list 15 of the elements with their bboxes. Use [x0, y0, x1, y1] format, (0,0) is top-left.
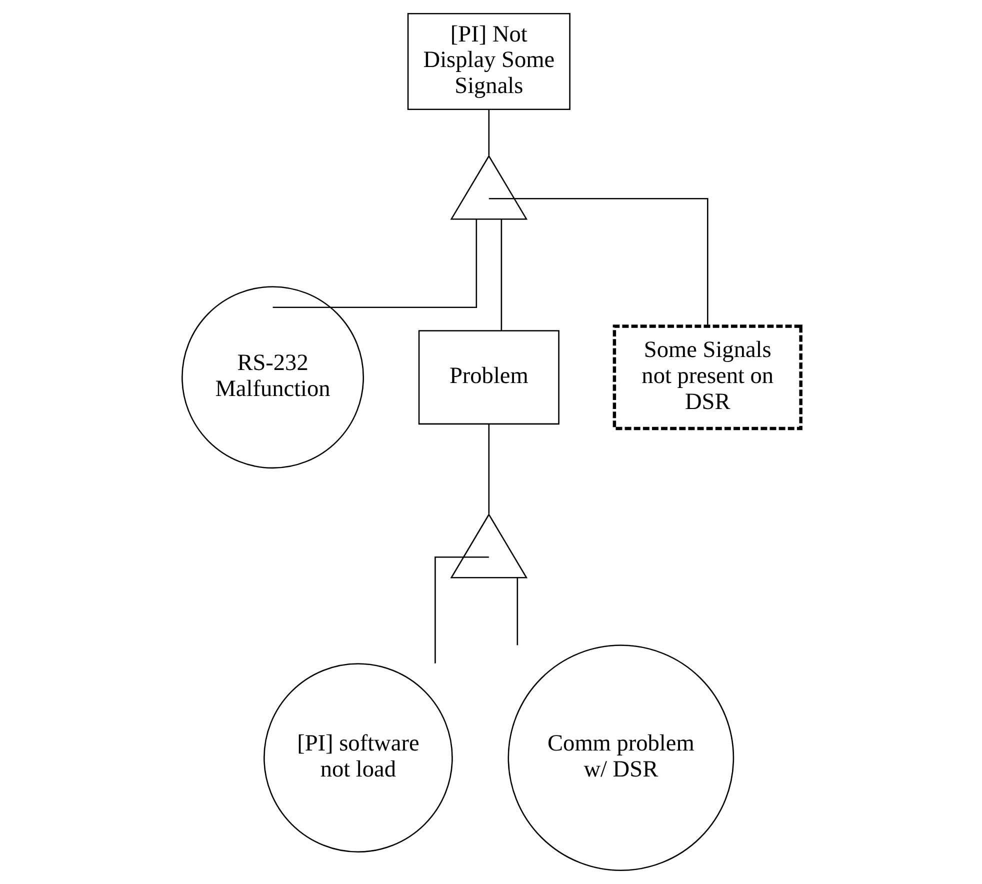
node-box: Some Signals not present on DSR [612, 324, 802, 430]
connector [516, 577, 518, 646]
connector [488, 109, 490, 156]
node-gate [450, 513, 528, 578]
node-circle: RS-232 Malfunction [181, 286, 364, 469]
connector [488, 424, 490, 514]
connector [500, 218, 502, 331]
node-box: [PI] Not Display Some Signals [406, 12, 570, 110]
connector [272, 218, 477, 308]
connector [488, 198, 708, 327]
node-gate [450, 154, 528, 220]
node-circle: [PI] software not load [263, 663, 452, 852]
connector [434, 556, 488, 664]
node-box: Problem [418, 330, 559, 425]
node-circle: Comm problem w/ DSR [507, 644, 734, 871]
